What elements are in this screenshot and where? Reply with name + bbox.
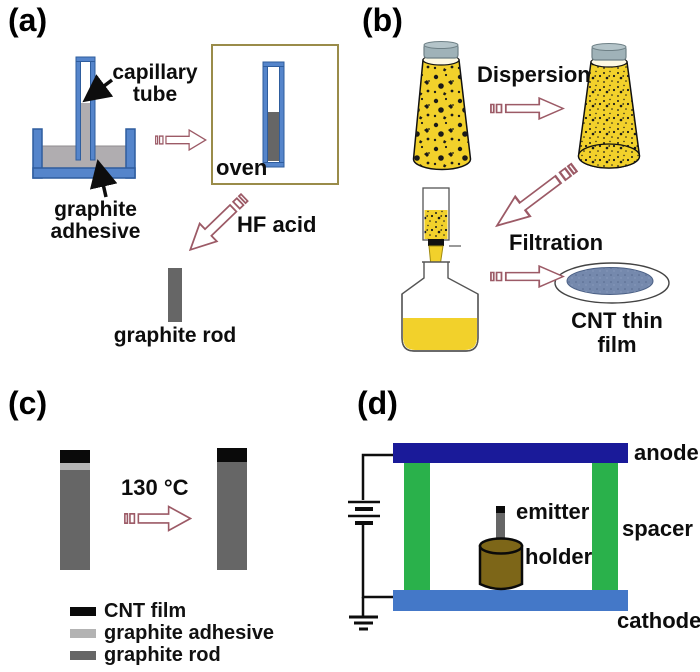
adhesive-annotation-arrow-icon — [89, 159, 118, 198]
panel-d-tag: (d) — [357, 385, 398, 421]
cnt-thin-film-label: CNT thin film — [571, 308, 663, 357]
oven-box — [211, 44, 339, 185]
cnt-thin-film-figure — [554, 262, 670, 304]
cathode-label: cathode — [617, 608, 700, 633]
oven-label: oven — [216, 155, 268, 180]
panel-a-drawing — [32, 44, 339, 322]
process-arrow-icon — [155, 127, 207, 153]
emitter-label: emitter — [516, 499, 590, 524]
graphite-rod-figure — [168, 268, 182, 322]
graphite-rod-label: graphite rod — [113, 324, 237, 347]
flask-clumped-figure — [412, 41, 472, 171]
capillary-tube-figure — [75, 56, 96, 161]
holder-figure — [478, 537, 524, 591]
legend-swatch-cnt-film — [70, 606, 96, 616]
hf-acid-label: HF acid — [237, 212, 317, 237]
cathode-bar — [393, 590, 628, 611]
panel-a-tag: (a) — [8, 2, 48, 38]
flask-dispersed-figure — [577, 43, 641, 169]
dispersion-arrow-icon — [490, 95, 565, 122]
anode-label: anode — [634, 440, 699, 465]
capillary-annotation-arrow-icon — [82, 74, 114, 103]
ground-icon — [349, 615, 378, 631]
circuit-wires — [361, 453, 393, 616]
battery-icon — [348, 500, 380, 525]
spacer-right — [592, 463, 618, 590]
spacer-label: spacer — [622, 516, 693, 541]
legend-row-graphite-rod: graphite rod — [70, 643, 221, 666]
capillary-tube-label: capillary tube — [112, 61, 198, 106]
anode-bar — [393, 443, 628, 463]
legend-swatch-graphite-rod — [70, 650, 96, 660]
legend-label-graphite-rod: graphite rod — [104, 643, 221, 666]
legend-label-graphite-adhesive: graphite adhesive — [104, 621, 275, 644]
filtration-label: Filtration — [509, 230, 604, 255]
legend-label-cnt-film: CNT film — [104, 599, 187, 622]
filtration-arrow-icon — [490, 263, 565, 290]
panel-b-drawing — [401, 41, 670, 352]
annealing-arrow-icon — [124, 503, 192, 534]
legend-row-cnt-film: CNT film — [70, 599, 187, 622]
rod-after-figure — [217, 448, 247, 570]
dispersion-label: Dispersion — [477, 62, 591, 87]
spacer-left — [404, 463, 430, 590]
filtration-apparatus-figure — [401, 187, 479, 352]
graphite-adhesive-label: graphite adhesive — [50, 198, 141, 243]
panel-d-drawing — [348, 443, 628, 631]
rod-before-figure — [60, 450, 90, 570]
emitter-figure — [496, 506, 505, 548]
holder-label: holder — [525, 544, 593, 569]
temperature-label: 130 °C — [121, 475, 189, 500]
panel-c-tag: (c) — [8, 385, 48, 421]
panel-b-tag: (b) — [362, 2, 403, 38]
legend-row-graphite-adhesive: graphite adhesive — [70, 621, 275, 644]
legend-swatch-graphite-adhesive — [70, 628, 96, 638]
